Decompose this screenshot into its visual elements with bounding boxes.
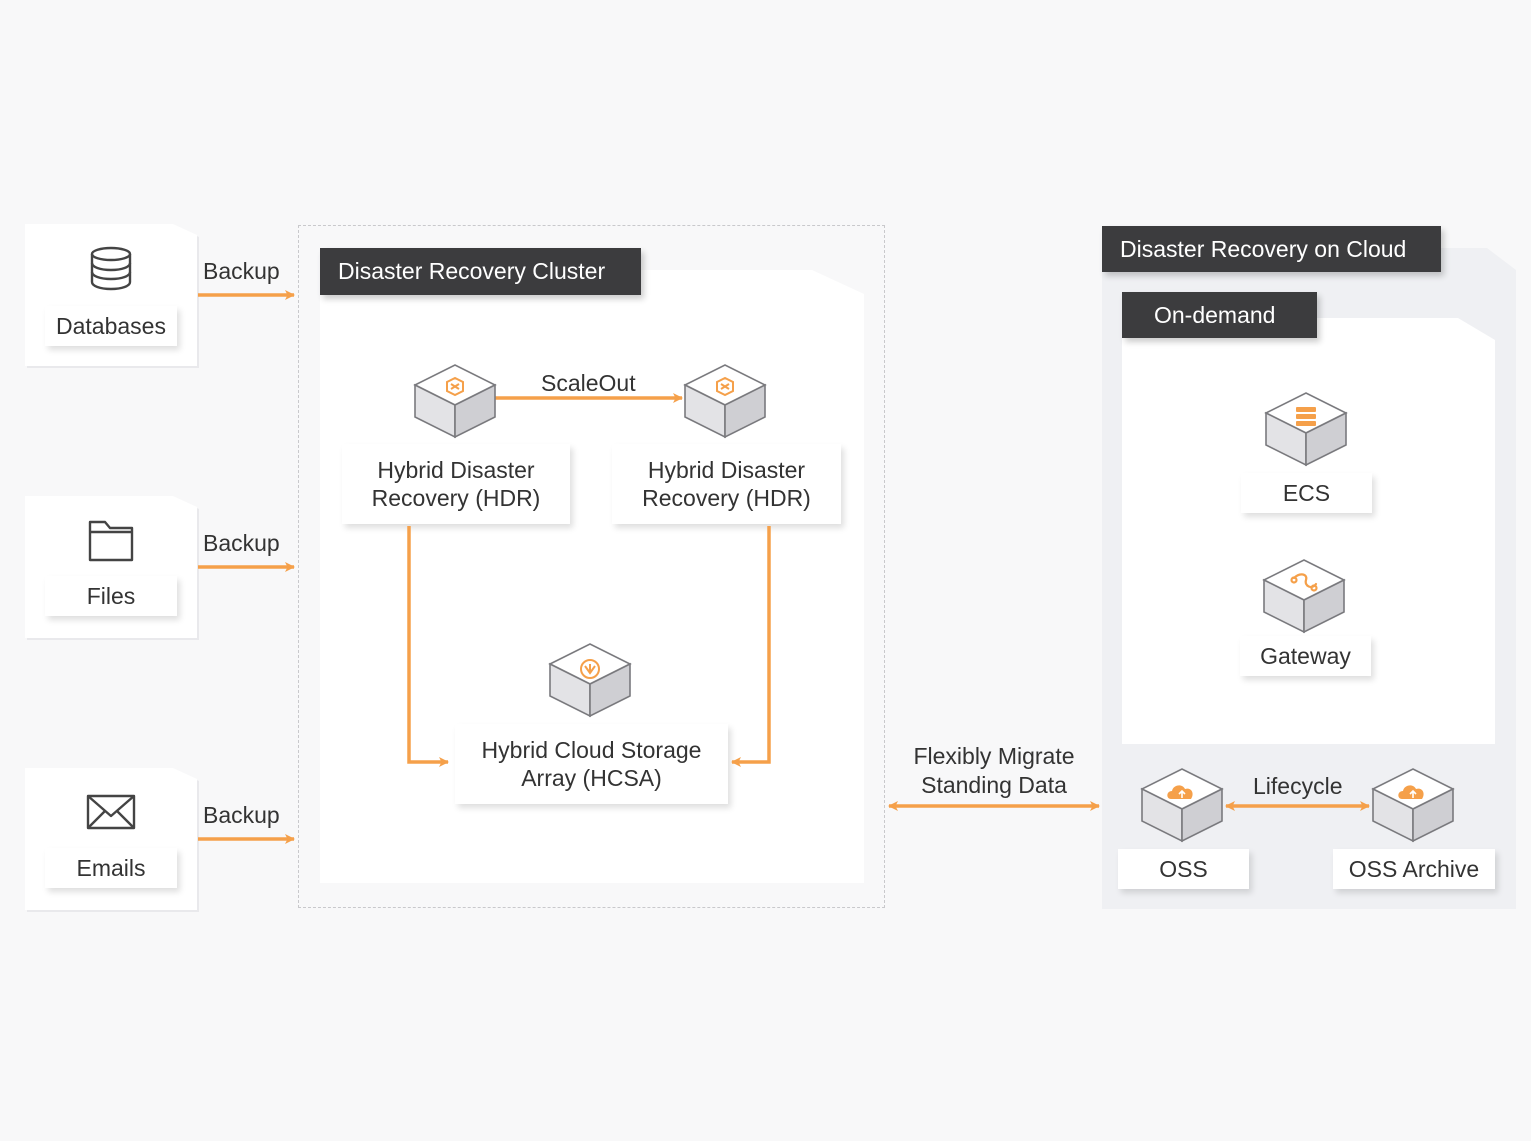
- emails-card: Emails: [25, 768, 197, 910]
- scaleout-label: ScaleOut: [541, 370, 636, 396]
- database-icon: [90, 246, 132, 291]
- hcsa-line2: Array (HCSA): [521, 765, 662, 791]
- ondemand-title: On-demand: [1122, 292, 1317, 338]
- hdr-left-label: Hybrid Disaster Recovery (HDR): [342, 444, 570, 524]
- migrate-label: Flexibly Migrate Standing Data: [902, 742, 1086, 800]
- hcsa-cube-icon: [549, 643, 631, 717]
- hdr-cube-icon: [684, 364, 766, 438]
- hdr-right-line1: Hybrid Disaster: [647, 457, 806, 483]
- oss-cloud-icon: [1141, 768, 1223, 842]
- hdr-cube-icon: [414, 364, 496, 438]
- emails-label: Emails: [45, 848, 177, 888]
- hcsa-line1: Hybrid Cloud Storage: [481, 737, 702, 763]
- hdr-left-to-hcsa-arrow: [407, 526, 449, 767]
- hdr-right-to-hcsa-arrow: [731, 526, 771, 767]
- oss-archive-cloud-icon: [1372, 768, 1454, 842]
- lifecycle-label: Lifecycle: [1253, 773, 1343, 799]
- hdr-right-line2: Recovery (HDR): [642, 485, 811, 511]
- migrate-line1: Flexibly Migrate: [913, 743, 1075, 769]
- databases-label: Databases: [45, 306, 177, 346]
- backup-label-files: Backup: [203, 530, 280, 556]
- cloud-title: Disaster Recovery on Cloud: [1102, 226, 1441, 272]
- mail-icon: [86, 794, 136, 830]
- ecs-label: ECS: [1241, 473, 1372, 513]
- cluster-dashed-boundary: [298, 225, 885, 908]
- folder-icon: [88, 520, 134, 562]
- cluster-title: Disaster Recovery Cluster: [320, 248, 641, 295]
- oss-archive-label: OSS Archive: [1333, 849, 1495, 889]
- migrate-line2: Standing Data: [921, 772, 1067, 798]
- ecs-server-icon: [1265, 392, 1347, 466]
- databases-card: Databases: [25, 224, 197, 366]
- backup-label-databases: Backup: [203, 258, 280, 284]
- backup-label-emails: Backup: [203, 802, 280, 828]
- hdr-left-line1: Hybrid Disaster: [377, 457, 535, 483]
- hcsa-label: Hybrid Cloud Storage Array (HCSA): [455, 724, 728, 804]
- files-label: Files: [45, 576, 177, 616]
- hdr-right-label: Hybrid Disaster Recovery (HDR): [612, 444, 841, 524]
- gateway-label: Gateway: [1240, 636, 1371, 676]
- files-card: Files: [25, 496, 197, 638]
- gateway-icon: [1263, 559, 1345, 633]
- hdr-left-line2: Recovery (HDR): [371, 485, 541, 511]
- oss-label: OSS: [1118, 849, 1249, 889]
